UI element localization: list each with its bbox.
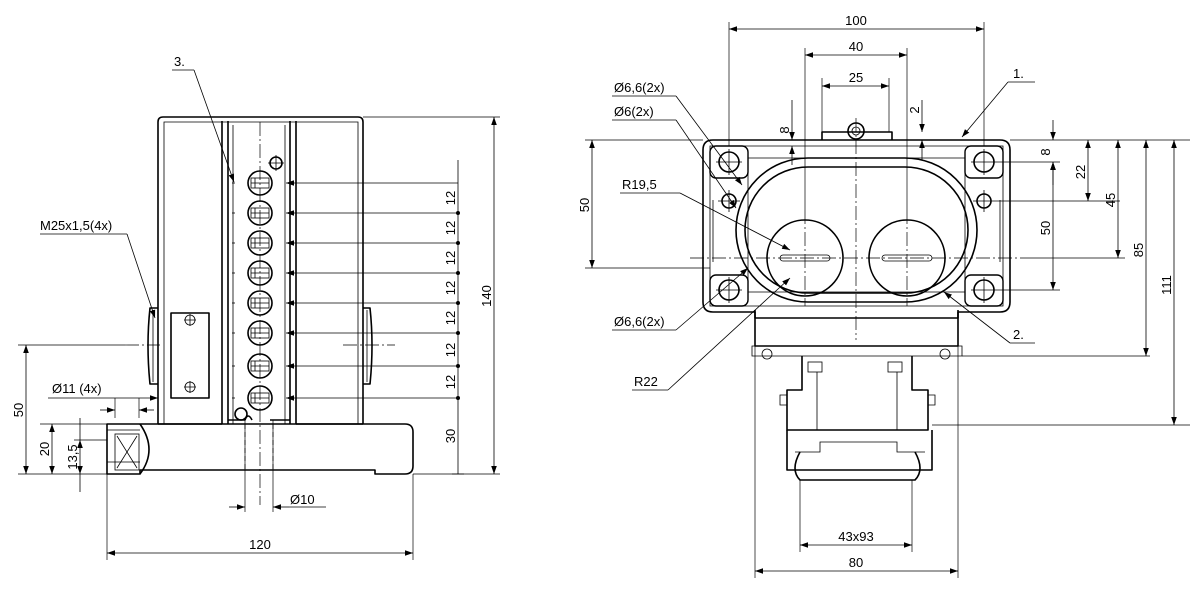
bottom-gap-label: 30 — [443, 429, 458, 443]
height-140-label: 140 — [479, 285, 494, 307]
pitch-label: 12 — [443, 281, 458, 295]
width-100-label: 100 — [845, 13, 867, 28]
radius-22-label: R22 — [634, 374, 658, 389]
dim-8-left-label: 8 — [777, 126, 792, 133]
left-housing-body — [157, 116, 364, 424]
cutout-label: 43x93 — [838, 529, 873, 544]
dim-50-right-label: 50 — [1038, 221, 1053, 235]
hole-11-label: Ø11 (4x) — [52, 381, 102, 396]
right-obround-inner — [744, 166, 969, 294]
width-80-label: 80 — [849, 555, 863, 570]
dim-8-right-label: 8 — [1038, 148, 1053, 155]
dim-50-left-label: 50 — [577, 198, 592, 212]
hole-6-label: Ø6(2x) — [614, 104, 654, 119]
right-lower-body — [754, 310, 959, 347]
width-40-label: 40 — [849, 39, 863, 54]
bore-label: Ø10 — [290, 492, 315, 507]
right-bottom-tab — [794, 451, 921, 481]
left-base-boss — [139, 423, 150, 475]
right-connector — [786, 356, 929, 431]
dim-111-label: 111 — [1159, 275, 1174, 295]
height-20-label: 20 — [37, 442, 52, 456]
left-view: 12 12 12 12 12 12 12 30 140 50 20 13,5 Ø… — [11, 54, 500, 560]
left-side-window — [170, 312, 210, 399]
hole-6-6-top-label: Ø6,6(2x) — [614, 80, 665, 95]
radius-19-5-label: R19,5 — [622, 177, 657, 192]
height-13-5-label: 13,5 — [65, 444, 80, 469]
thread-label: M25x1,5(4x) — [40, 218, 112, 233]
pitch-label: 12 — [443, 311, 458, 325]
pitch-label: 12 — [443, 343, 458, 357]
pitch-leaders — [232, 160, 464, 475]
height-50-label: 50 — [11, 403, 26, 417]
dim-85-label: 85 — [1131, 243, 1146, 257]
right-mounting-holes — [709, 145, 1004, 307]
width-25-label: 25 — [849, 70, 863, 85]
callout-3-label: 3. — [174, 54, 185, 69]
right-view: 100 40 25 8 2 1. Ø6,6(2x) Ø6(2x) — [577, 13, 1190, 578]
left-gland-left — [147, 307, 158, 385]
pitch-label: 12 — [443, 375, 458, 389]
pitch-label: 12 — [443, 221, 458, 235]
dim-2-label: 2 — [907, 106, 922, 113]
width-120-label: 120 — [249, 537, 271, 552]
dim-22-label: 22 — [1073, 165, 1088, 179]
hole-6-6-bottom-label: Ø6,6(2x) — [614, 314, 665, 329]
callout-2-label: 2. — [1013, 327, 1024, 342]
pitch-label: 12 — [443, 251, 458, 265]
callout-1-label: 1. — [1013, 66, 1024, 81]
right-obround-outer — [735, 157, 978, 303]
dim-45-label: 45 — [1103, 193, 1118, 207]
pitch-label: 12 — [443, 191, 458, 205]
left-gland-right — [363, 307, 373, 385]
right-top-lid — [821, 131, 893, 140]
